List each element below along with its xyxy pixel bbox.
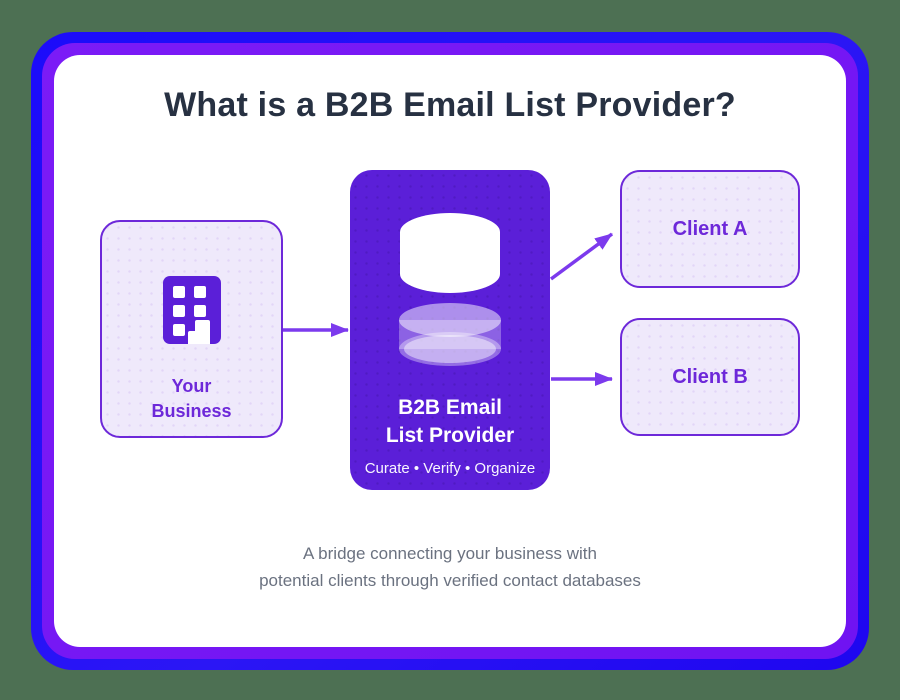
node-label-client-a: Client A bbox=[672, 217, 748, 240]
node-label-line: List Provider bbox=[385, 424, 515, 447]
node-label-your-business: Your Business bbox=[151, 374, 231, 424]
node-label-line: Your bbox=[171, 376, 212, 396]
node-client-b: Client B bbox=[620, 318, 800, 436]
node-client-a: Client A bbox=[620, 170, 800, 288]
node-label-client-b: Client B bbox=[672, 365, 748, 388]
node-your-business: Your Business bbox=[100, 220, 283, 438]
node-label-provider: B2B Email List Provider bbox=[386, 394, 514, 450]
caption: A bridge connecting your business with p… bbox=[0, 540, 900, 594]
node-provider: B2B Email List Provider Curate • Verify … bbox=[350, 170, 550, 490]
node-label-line: Business bbox=[151, 401, 232, 421]
database-icon bbox=[398, 212, 502, 368]
caption-line-2: potential clients through verified conta… bbox=[259, 571, 641, 590]
building-icon bbox=[162, 276, 221, 344]
caption-line-1: A bridge connecting your business with bbox=[303, 544, 597, 563]
provider-subtitle: Curate • Verify • Organize bbox=[364, 460, 536, 477]
node-label-line: B2B Email bbox=[398, 396, 502, 419]
page-title: What is a B2B Email List Provider? bbox=[164, 86, 736, 124]
